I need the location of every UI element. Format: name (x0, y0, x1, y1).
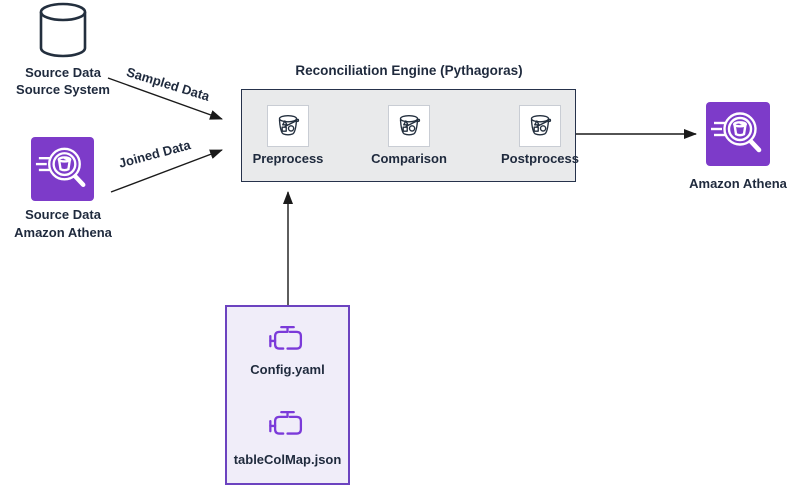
data-bucket-icon (530, 114, 552, 136)
module-label: Comparison (371, 151, 447, 166)
joined-data-edge-label: Joined Data (117, 137, 193, 171)
source-athena-label-line1: Source Data (25, 207, 101, 222)
athena-icon (35, 147, 86, 188)
source-athena-label: Source Data Amazon Athena (1, 206, 125, 242)
engine-icon (268, 325, 302, 350)
engine-title: Reconciliation Engine (Pythagoras) (295, 63, 523, 78)
source-system-label-line1: Source Data (25, 65, 101, 80)
module-postprocess: Postprocess (494, 105, 586, 167)
bucket-tile (519, 105, 561, 147)
source-athena-label-line2: Amazon Athena (14, 225, 112, 240)
module-label: Preprocess (252, 151, 324, 166)
module-comparison: Comparison (363, 105, 455, 167)
source-system-node (38, 2, 88, 63)
config-yaml-item (227, 324, 348, 355)
source-system-label: Source Data Source System (1, 64, 125, 98)
engine-icon (268, 410, 302, 435)
module-label: Postprocess (500, 151, 580, 166)
database-cylinder-icon (39, 2, 87, 58)
data-bucket-icon (399, 114, 421, 136)
module-preprocess: Preprocess (242, 105, 334, 167)
reconciliation-engine-box: Preprocess Comparison (241, 89, 579, 182)
config-yaml-label: Config.yaml (250, 362, 325, 377)
data-bucket-icon (278, 114, 300, 136)
bucket-tile (388, 105, 430, 147)
sampled-data-edge-label: Sampled Data (124, 64, 212, 104)
config-box: Config.yaml tableColMap.json (225, 305, 350, 485)
tablecolmap-label: tableColMap.json (233, 452, 342, 467)
output-athena-label: Amazon Athena (689, 176, 787, 191)
bucket-tile (267, 105, 309, 147)
tablecolmap-item (227, 409, 348, 440)
source-system-label-line2: Source System (16, 82, 110, 97)
source-athena-node (31, 137, 94, 201)
output-athena-node (706, 102, 770, 166)
athena-icon (711, 112, 762, 153)
